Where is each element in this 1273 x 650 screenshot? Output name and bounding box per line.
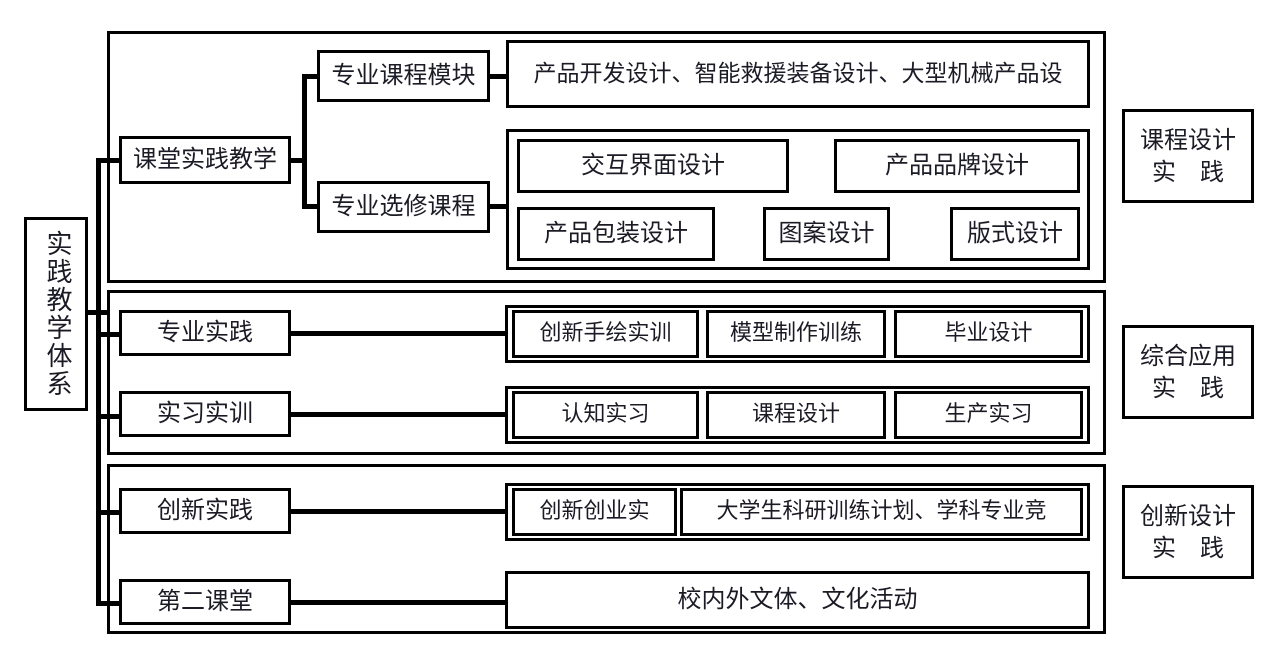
elective-item-interaction-ui-design: 交互界面设计 [517, 139, 789, 193]
group-box-course-design [107, 31, 1106, 283]
classroom-branch-vertical [302, 74, 307, 209]
node-major-elective-course: 专业选修课程 [317, 181, 490, 233]
root-node-label: 实践教学体系 [41, 230, 72, 398]
node-innovation-practice-label: 创新实践 [157, 496, 253, 525]
node-internship-training: 实习实训 [119, 391, 291, 437]
category-label-course-design-practice: 课程设计 实 践 [1122, 109, 1254, 203]
node-second-classroom: 第二课堂 [119, 579, 291, 625]
panel-internship-items [505, 386, 1090, 444]
elective-item-product-brand-design-label: 产品品牌设计 [885, 151, 1029, 180]
second-classroom-item-campus-activities: 校内外文体、文化活动 [505, 571, 1090, 629]
category-label-comprehensive-application-practice-line2: 实 践 [1152, 374, 1224, 402]
node-second-classroom-label: 第二课堂 [157, 587, 253, 616]
practice-item-innovative-sketch-training: 创新手绘实训 [512, 310, 699, 358]
internship-item-course-design-label: 课程设计 [751, 402, 840, 428]
content-major-course-module-text: 产品开发设计、智能救援装备设计、大型机械产品设 [533, 60, 1063, 87]
node-internship-training-label: 实习实训 [157, 399, 253, 428]
node-major-elective-course-label: 专业选修课程 [331, 192, 476, 221]
elective-item-product-brand-design: 产品品牌设计 [834, 139, 1080, 193]
connector-major-elective-course [490, 204, 508, 209]
content-major-course-module: 产品开发设计、智能救援装备设计、大型机械产品设 [506, 40, 1090, 108]
panel-innovation-items [505, 483, 1090, 541]
internship-item-course-design: 课程设计 [706, 391, 886, 439]
category-label-comprehensive-application-practice: 综合应用 实 践 [1122, 325, 1254, 419]
node-classroom-practice-teaching: 课堂实践教学 [119, 136, 291, 184]
connector-innovation-practice [291, 509, 507, 514]
main-trunk-vertical [96, 158, 101, 606]
practice-item-graduation-design: 毕业设计 [894, 310, 1083, 358]
connector-second-classroom [291, 600, 507, 605]
node-major-course-module: 专业课程模块 [317, 50, 490, 102]
node-major-practice-label: 专业实践 [157, 318, 253, 347]
node-innovation-practice: 创新实践 [119, 488, 291, 534]
category-label-course-design-practice-line2: 实 践 [1152, 158, 1224, 186]
innovation-item-research-training-competition-label: 大学生科研训练计划、学科专业竞 [716, 499, 1047, 525]
practice-item-model-making-training: 模型制作训练 [706, 310, 886, 358]
practice-item-innovative-sketch-training-label: 创新手绘实训 [539, 321, 672, 347]
elective-item-interaction-ui-design-label: 交互界面设计 [581, 151, 725, 180]
innovation-item-entrepreneurship-practice: 创新创业实 [512, 488, 677, 536]
panel-major-practice-items [505, 305, 1090, 363]
internship-item-cognitive-practice-label: 认知实习 [561, 402, 650, 428]
practice-item-graduation-design-label: 毕业设计 [944, 321, 1033, 347]
classroom-branch-stub-bottom [302, 204, 320, 209]
connector-major-practice [291, 331, 507, 336]
internship-item-cognitive-practice: 认知实习 [512, 391, 699, 439]
classroom-branch-stub [291, 158, 307, 163]
root-node: 实践教学体系 [24, 217, 88, 411]
classroom-branch-stub-top [302, 74, 320, 79]
internship-item-production-practice: 生产实习 [894, 391, 1083, 439]
category-label-course-design-practice-line1: 课程设计 [1140, 125, 1236, 154]
node-major-practice: 专业实践 [119, 310, 291, 356]
connector-internship-training [291, 412, 507, 417]
elective-item-pattern-design-label: 图案设计 [778, 219, 875, 248]
elective-item-layout-design-label: 版式设计 [967, 219, 1063, 248]
node-major-course-module-label: 专业课程模块 [331, 61, 476, 90]
elective-item-product-package-design-label: 产品包装设计 [544, 219, 688, 248]
category-label-innovative-design-practice-line2: 实 践 [1152, 534, 1224, 562]
category-label-comprehensive-application-practice-line1: 综合应用 [1140, 341, 1236, 370]
innovation-item-entrepreneurship-practice-label: 创新创业实 [539, 499, 650, 525]
elective-item-pattern-design: 图案设计 [763, 207, 890, 261]
connector-major-course-module [490, 74, 508, 79]
internship-item-production-practice-label: 生产实习 [944, 402, 1033, 428]
practice-item-model-making-training-label: 模型制作训练 [729, 321, 862, 347]
node-classroom-practice-teaching-label: 课堂实践教学 [133, 145, 277, 174]
group-box-comprehensive-application [107, 290, 1106, 455]
elective-item-product-package-design: 产品包装设计 [517, 207, 715, 261]
innovation-item-research-training-competition: 大学生科研训练计划、学科专业竞 [680, 488, 1083, 536]
category-label-innovative-design-practice: 创新设计 实 践 [1122, 485, 1254, 579]
elective-item-layout-design: 版式设计 [950, 207, 1080, 261]
category-label-innovative-design-practice-line1: 创新设计 [1140, 501, 1236, 530]
group-box-innovative-design [107, 464, 1106, 634]
second-classroom-item-campus-activities-label: 校内外文体、文化活动 [677, 585, 918, 614]
panel-major-elective-courses [506, 129, 1090, 270]
